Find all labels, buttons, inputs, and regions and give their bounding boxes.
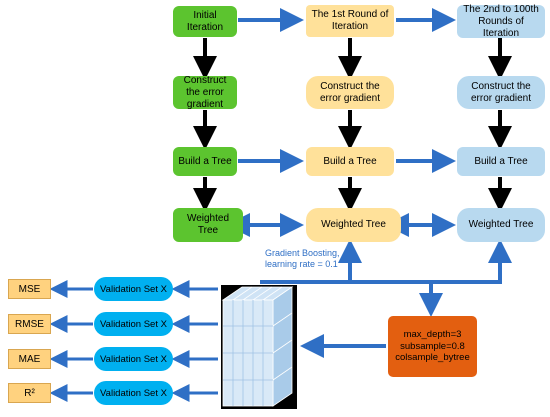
validation-set-2: Validation Set X [94, 312, 173, 336]
later-rounds-iteration-box: The 2nd to 100th Rounds of Iteration [457, 4, 545, 39]
later-rounds-weighted-box: Weighted Tree [457, 208, 545, 242]
param-subsample: subsample=0.8 [400, 340, 465, 352]
data-cube-icon [221, 285, 297, 409]
hyperparameters-box: max_depth=3 subsample=0.8 colsample_bytr… [388, 316, 477, 377]
note-line-2: learning rate = 0.1 [265, 259, 338, 269]
metric-rmse: RMSE [8, 314, 51, 334]
first-round-gradient-box: Construct the error gradient [306, 76, 394, 109]
metric-mse: MSE [8, 279, 51, 299]
first-round-iteration-box: The 1st Round of Iteration [306, 5, 394, 37]
validation-set-1: Validation Set X [94, 277, 173, 301]
param-max-depth: max_depth=3 [403, 329, 462, 341]
first-round-tree-box: Build a Tree [306, 147, 394, 176]
note-line-1: Gradient Boosting, [265, 248, 340, 258]
validation-set-4: Validation Set X [94, 381, 173, 405]
gradient-boosting-note: Gradient Boosting, learning rate = 0.1 [265, 248, 340, 270]
later-rounds-tree-box: Build a Tree [457, 147, 545, 176]
metric-mae: MAE [8, 349, 51, 369]
first-round-weighted-box: Weighted Tree [306, 208, 401, 242]
metric-r2: R² [8, 383, 51, 403]
initial-weighted-box: Weighted Tree [173, 208, 243, 242]
initial-gradient-box: Construct the error gradient [173, 75, 237, 110]
param-colsample: colsample_bytree [395, 352, 470, 364]
later-rounds-gradient-box: Construct the error gradient [457, 76, 545, 109]
initial-iteration-box: Initial Iteration [173, 6, 237, 37]
validation-set-3: Validation Set X [94, 347, 173, 371]
initial-tree-box: Build a Tree [173, 147, 237, 176]
